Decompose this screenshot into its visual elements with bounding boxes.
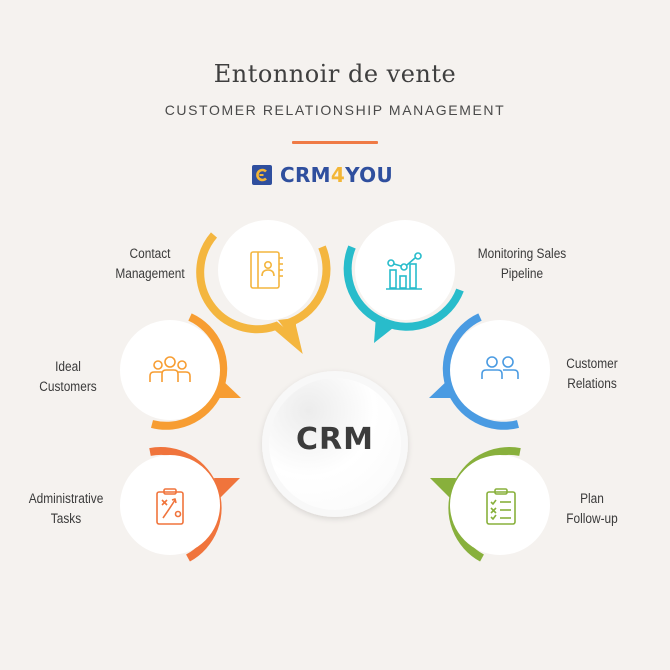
label-line: Monitoring Sales	[477, 246, 567, 261]
label-line: Customers	[39, 379, 97, 394]
center-crm-circle	[262, 371, 408, 517]
center-crm-label: CRM	[296, 422, 374, 457]
label-line: Tasks	[50, 511, 82, 526]
label-line: Contact	[129, 246, 171, 261]
title-divider	[292, 141, 378, 144]
label-administrative-tasks: Administrative Tasks	[13, 489, 119, 529]
checklist-clipboard-icon	[486, 488, 516, 525]
address-book-icon	[250, 251, 283, 289]
label-ideal-customers: Ideal Customers	[15, 357, 121, 397]
brand-name-prefix: CRM	[280, 163, 331, 187]
page-subtitle: CUSTOMER RELATIONSHIP MANAGEMENT	[164, 102, 506, 118]
label-line: Management	[115, 266, 185, 281]
brand-logo: CRM4YOU	[252, 163, 393, 187]
label-line: Customer	[566, 356, 618, 371]
node-monitoring-sales-pipeline[interactable]	[343, 220, 464, 343]
label-customer-relations: Customer Relations	[539, 354, 645, 394]
label-plan-follow-up: Plan Follow-up	[539, 489, 645, 529]
node-administrative-tasks[interactable]	[120, 447, 240, 562]
node-plan-follow-up[interactable]	[430, 447, 550, 562]
label-line: Plan	[580, 491, 604, 506]
label-contact-management: Contact Management	[97, 244, 203, 284]
label-line: Pipeline	[500, 266, 544, 281]
brand-name-highlight: 4	[330, 163, 346, 187]
chart-growth-icon	[386, 252, 422, 290]
label-line: Relations	[567, 376, 617, 391]
two-users-icon	[481, 356, 519, 379]
label-line: Follow-up	[566, 511, 618, 526]
label-line: Ideal	[55, 359, 81, 374]
label-monitoring-sales-pipeline: Monitoring Sales Pipeline	[469, 244, 575, 284]
node-contact-management[interactable]	[196, 220, 331, 354]
label-line: Administrative	[28, 491, 104, 506]
crm4you-logo-icon	[252, 165, 272, 185]
brand-name-suffix: YOU	[345, 163, 394, 187]
group-icon	[149, 356, 191, 382]
node-ideal-customers[interactable]	[120, 313, 241, 430]
node-customer-relations[interactable]	[429, 313, 550, 430]
brand-name: CRM4YOU	[280, 163, 393, 187]
strategy-clipboard-icon	[156, 488, 184, 525]
page-title: Entonnoir de vente	[213, 60, 457, 88]
